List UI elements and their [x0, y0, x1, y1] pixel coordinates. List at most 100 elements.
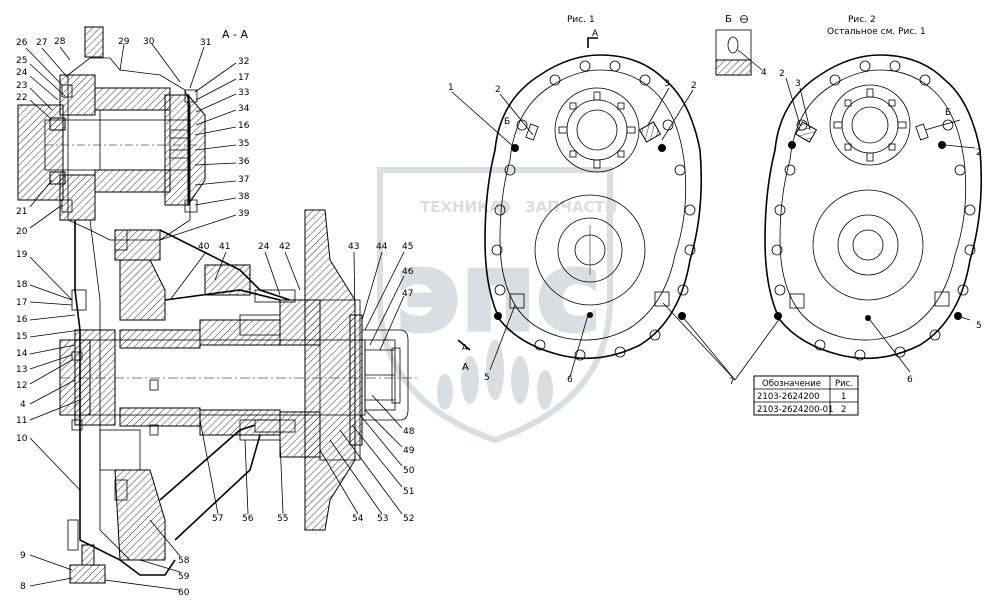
callouts-section-aa: 26 27 28 29 30 31 32 17 33 34 16 35 36 3…	[16, 37, 471, 598]
section-mark-a-upper-label: А	[592, 29, 599, 39]
fig2-callout-2a: 2	[779, 69, 785, 79]
fig2-callout-b: Б	[945, 108, 951, 118]
fig1-callout-1: 1	[448, 83, 454, 93]
fig2-subtitle: Остальное см. Рис. 1	[827, 27, 926, 37]
fig1-callout-7: 7	[729, 377, 735, 387]
callout-32: 32	[238, 57, 249, 67]
view-b-label: Б	[725, 14, 732, 25]
watermark-logo: эпс	[395, 228, 601, 356]
bolt-holes-fig1	[491, 60, 696, 361]
fig2-callout-5: 5	[976, 321, 982, 331]
drain-6-fig1	[587, 312, 593, 318]
section-aa-view: А - А	[17, 26, 420, 584]
fig1-title: Рис. 1	[567, 15, 595, 25]
callout-28: 28	[54, 37, 66, 47]
callout-40: 40	[198, 242, 210, 252]
watermark-line2: ЗАПЧАСТИ	[525, 198, 617, 216]
fig1-callout-6: 6	[567, 375, 573, 385]
callout-19: 19	[16, 250, 28, 260]
callout-51: 51	[403, 487, 414, 497]
section-title: А - А	[222, 28, 248, 41]
callout-57: 57	[212, 514, 223, 524]
callout-55: 55	[277, 514, 288, 524]
callout-20: 20	[16, 227, 28, 237]
callout-18: 18	[16, 280, 28, 290]
callout-24-mid: 24	[258, 242, 270, 252]
callout-11: 11	[16, 416, 27, 426]
callout-33: 33	[238, 88, 249, 98]
callout-36: 36	[238, 157, 250, 167]
callout-17-top: 17	[238, 73, 249, 83]
fig1-callout-2a: 2	[495, 85, 501, 95]
callout-60: 60	[178, 588, 190, 598]
table-cell-r2-c1: 2103-2624200-01	[757, 405, 833, 415]
callout-31: 31	[200, 38, 211, 48]
fig2-callout-2b: 2	[976, 148, 982, 158]
watermark: ТЕХНИКА ЗАПЧАСТИ эпс	[377, 167, 617, 444]
callout-56: 56	[242, 514, 254, 524]
callout-58: 58	[178, 556, 190, 566]
callout-25-left: 25	[16, 56, 27, 66]
plug-7-fig1	[654, 291, 670, 307]
callout-8: 8	[20, 582, 26, 592]
callout-29: 29	[118, 37, 130, 47]
table-header-designation: Обозначение	[762, 379, 821, 389]
figure-1: Рис. 1 А	[448, 14, 781, 387]
callout-41: 41	[219, 242, 230, 252]
plug-5-fig1	[509, 293, 525, 309]
callout-30: 30	[143, 37, 155, 47]
callout-37: 37	[238, 175, 249, 185]
callout-50: 50	[403, 466, 415, 476]
callout-34: 34	[238, 104, 250, 114]
callout-15: 15	[16, 332, 27, 342]
fig1-callout-3: 3	[664, 79, 670, 89]
callout-10: 10	[16, 434, 28, 444]
watermark-line1: ТЕХНИКА	[420, 198, 501, 216]
callout-35: 35	[238, 139, 249, 149]
plug-fig2-left	[789, 293, 805, 309]
gear-teeth-fig2	[833, 88, 907, 162]
callout-9: 9	[20, 551, 26, 561]
fig2-callout-3: 3	[795, 79, 801, 89]
callout-39: 39	[238, 209, 250, 219]
callout-53: 53	[377, 514, 388, 524]
callout-52: 52	[403, 514, 414, 524]
callout-12: 12	[16, 381, 27, 391]
section-mark-a-lower: А А	[457, 339, 471, 373]
section-mark-label: А	[462, 343, 468, 352]
bolt-holes-fig2	[771, 60, 976, 361]
callout-43: 43	[348, 242, 359, 252]
callout-24-left: 24	[16, 68, 28, 78]
view-b-detail: Б	[715, 14, 763, 76]
callout-21: 21	[16, 207, 27, 217]
callout-38: 38	[238, 192, 250, 202]
callout-23: 23	[16, 81, 27, 91]
gear-icon	[496, 200, 510, 214]
figure-2: Рис. 2 Остальное см. Рис. 1	[764, 15, 983, 385]
table-cell-r1-c1: 2103-2624200	[757, 392, 820, 402]
table-cell-r2-c2: 2	[841, 405, 846, 415]
callout-16-top: 16	[238, 121, 250, 131]
callout-47: 47	[402, 289, 413, 299]
callout-48: 48	[403, 427, 415, 437]
callout-49: 49	[403, 446, 415, 456]
section-mark-label-2: А	[462, 362, 469, 373]
callout-14: 14	[16, 349, 28, 359]
designation-table: Обозначение Рис. 2103-2624200 1 2103-262…	[753, 375, 859, 416]
section-mark-a-upper: А	[587, 29, 599, 48]
callout-16-left: 16	[16, 315, 28, 325]
fig2-callout-6: 6	[907, 375, 913, 385]
fig2-title: Рис. 2	[848, 15, 876, 25]
callout-54: 54	[352, 514, 364, 524]
fig1-callout-4: 4	[761, 68, 767, 78]
callout-22: 22	[16, 93, 27, 103]
fig1-callout-5: 5	[484, 373, 490, 383]
wheat-icon	[437, 340, 553, 410]
plug-fig2-right	[934, 291, 950, 307]
table-header-fig: Рис.	[835, 379, 853, 389]
callout-45: 45	[402, 242, 413, 252]
callout-42: 42	[279, 242, 290, 252]
callout-13: 13	[16, 365, 27, 375]
